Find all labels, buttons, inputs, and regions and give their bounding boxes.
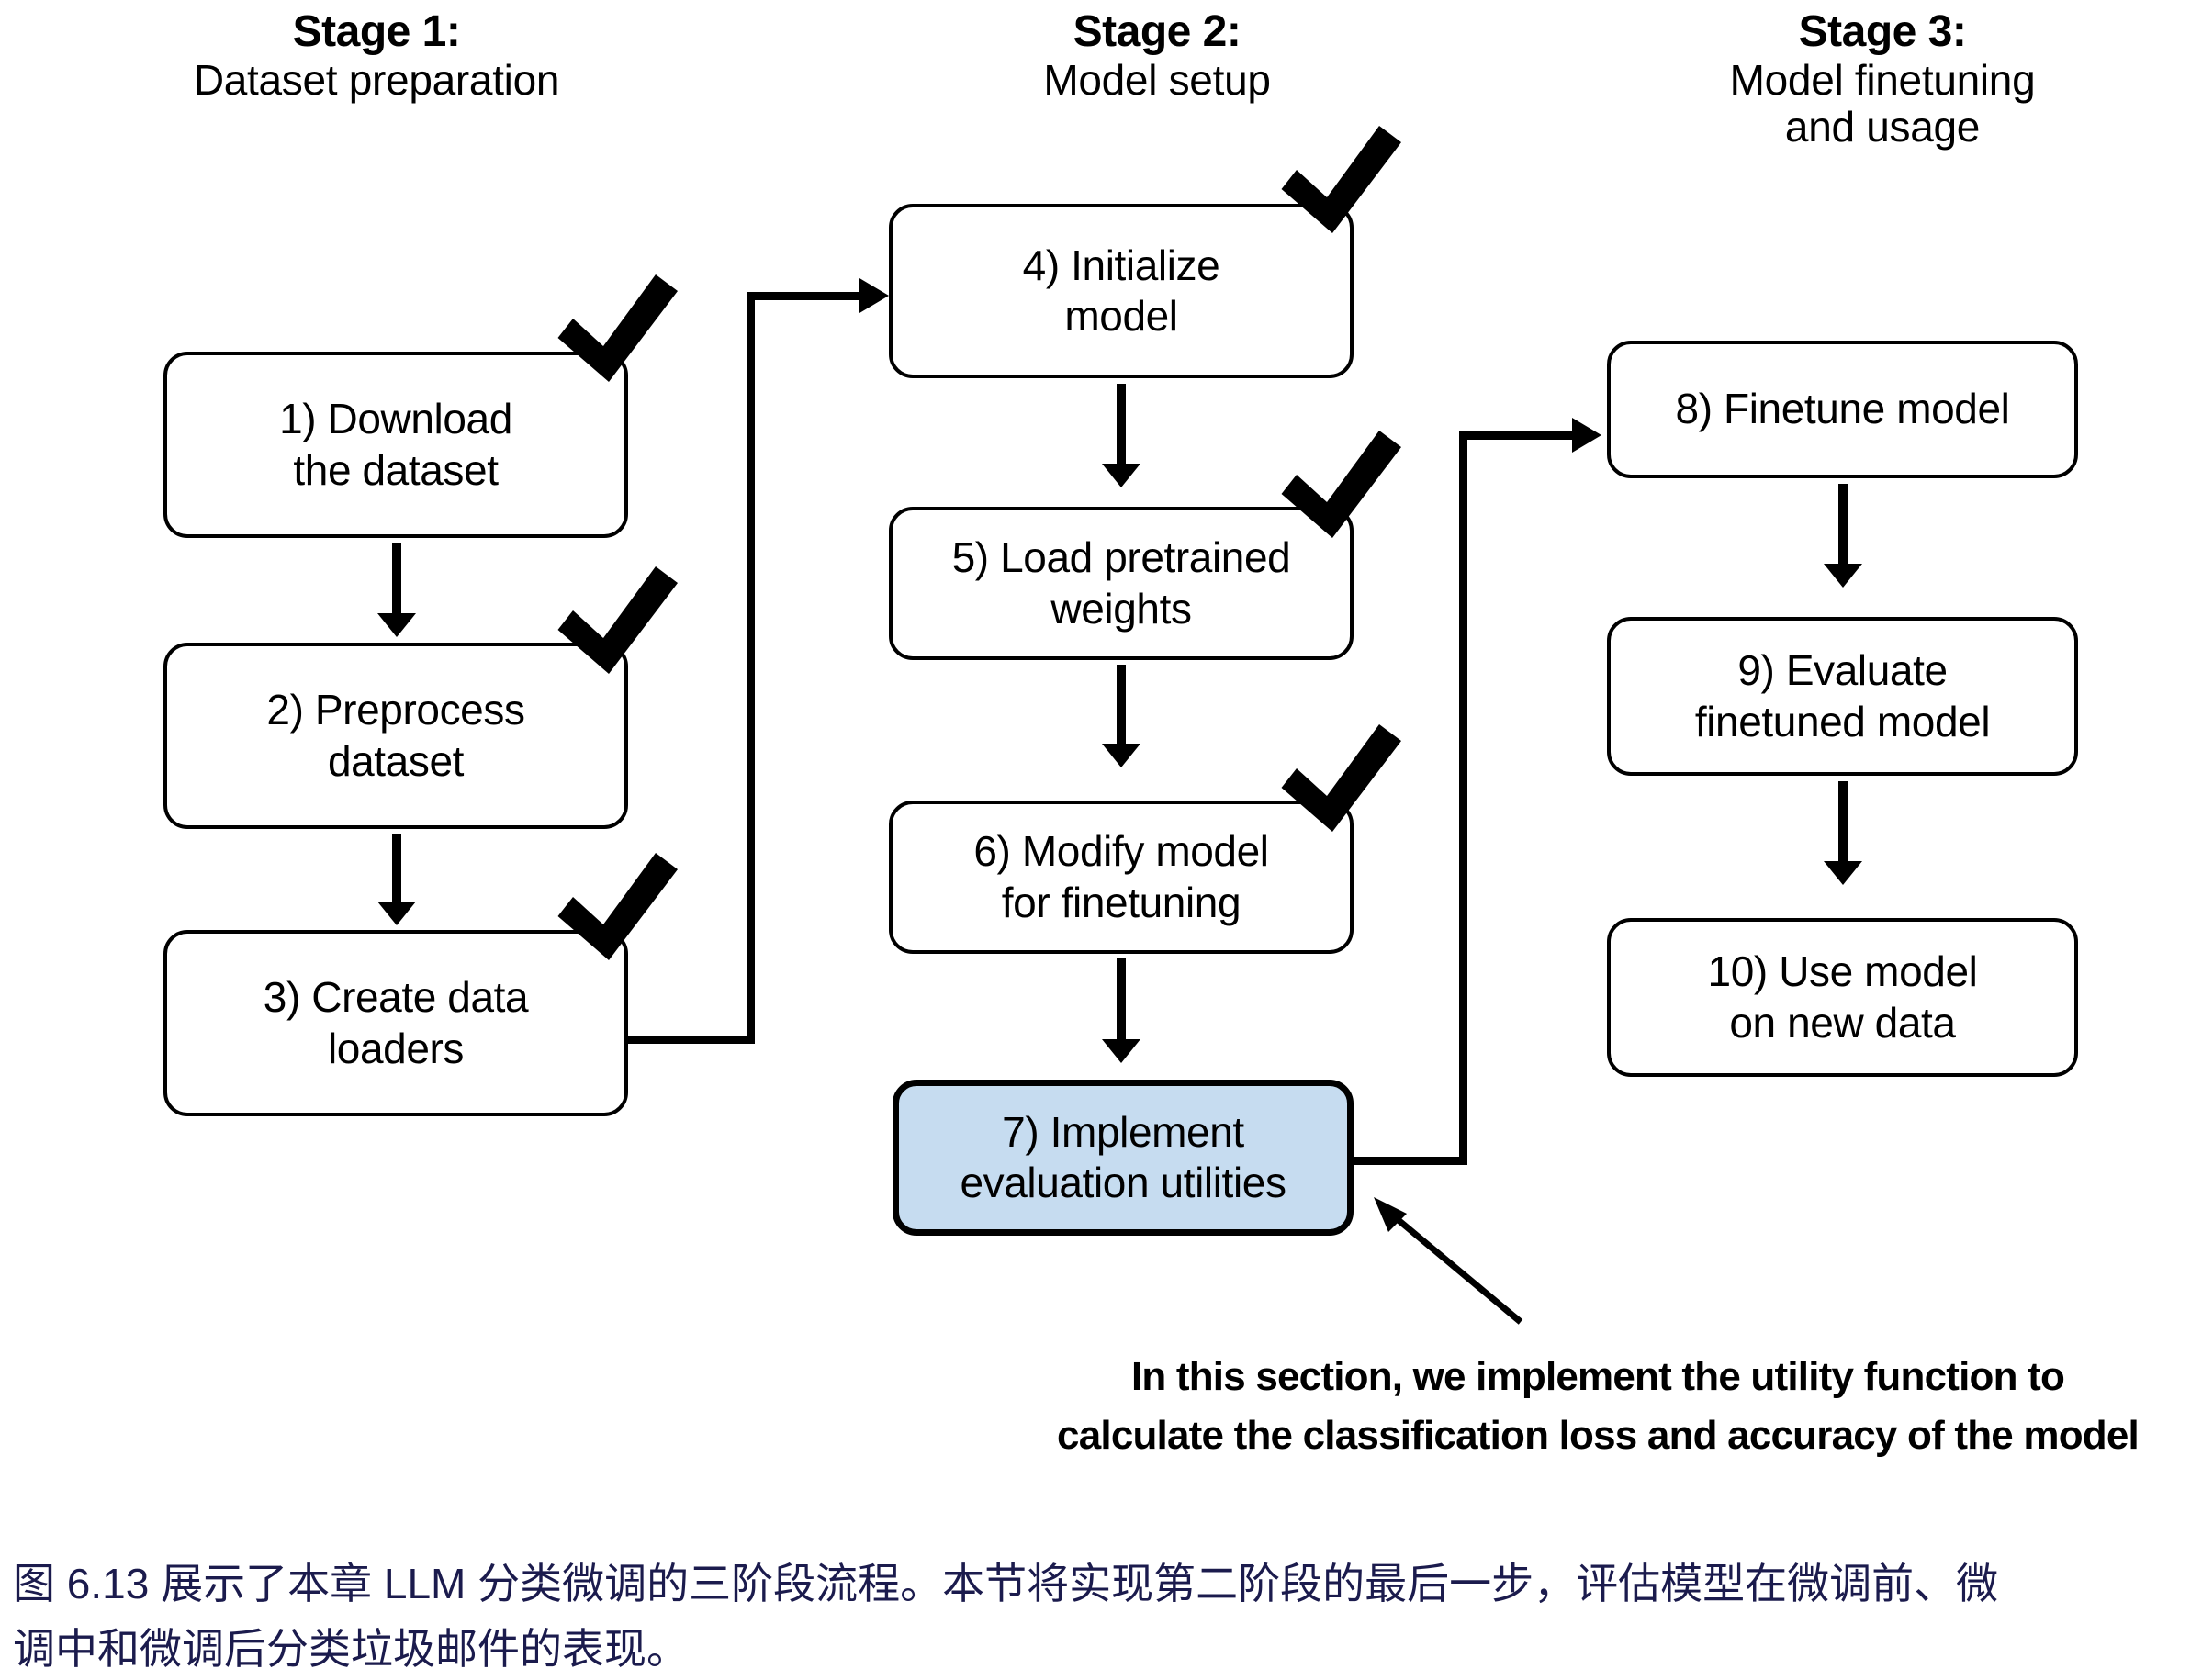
connector-stage1-to-stage2-seg-horizontal-lower (628, 1036, 755, 1044)
caption-line-2: 调中和微调后分类垃圾邮件的表现。 (13, 1625, 689, 1674)
connector-stage2-to-stage3-seg-horizontal-lower (1354, 1157, 1467, 1165)
node-5-line2: weights (1050, 584, 1192, 633)
node-3-label: 3) Create data loaders (263, 972, 529, 1073)
arrow-node2-to-node3-line (392, 834, 401, 905)
node-5-load-pretrained-weights[interactable]: 5) Load pretrained weights (889, 507, 1354, 660)
callout-arrow-icon (1357, 1184, 1541, 1340)
stage-2-subtitle: Model setup (1043, 55, 1271, 104)
node-8-line1: 8) Finetune model (1675, 385, 2010, 433)
node-7-label: 7) Implement evaluation utilities (960, 1107, 1286, 1208)
arrow-node4-to-node5-line (1117, 384, 1126, 466)
node-2-label: 2) Preprocess dataset (266, 685, 525, 786)
node-4-initialize-model[interactable]: 4) Initialize model (889, 204, 1354, 378)
connector-stage2-to-stage3-seg-vertical (1459, 431, 1467, 1165)
node-1-line1: 1) Download (279, 395, 512, 443)
node-10-line2: on new data (1729, 998, 1956, 1047)
node-9-line1: 9) Evaluate (1737, 646, 1948, 695)
node-9-evaluate-finetuned-model[interactable]: 9) Evaluate finetuned model (1607, 617, 2078, 776)
caption-line-1: 图 6.13 展示了本章 LLM 分类微调的三阶段流程。本节将实现第二阶段的最后… (13, 1560, 1999, 1607)
node-6-line2: for finetuning (1001, 878, 1241, 926)
node-8-label: 8) Finetune model (1676, 384, 2010, 434)
arrow-node5-to-node6-head (1102, 744, 1140, 767)
node-7-line2: evaluation utilities (960, 1159, 1286, 1206)
arrow-node4-to-node5-head (1102, 464, 1140, 487)
stage-1-title: Stage 1: (292, 7, 461, 56)
callout-note: In this section, we implement the utilit… (1006, 1348, 2190, 1465)
arrow-node8-to-node9-line (1838, 484, 1848, 566)
arrow-node9-to-node10-line (1838, 781, 1848, 864)
node-6-modify-model-for-finetuning[interactable]: 6) Modify model for finetuning (889, 801, 1354, 954)
node-2-preprocess-dataset[interactable]: 2) Preprocess dataset (163, 643, 628, 829)
node-8-finetune-model[interactable]: 8) Finetune model (1607, 341, 2078, 478)
arrow-node9-to-node10-head (1824, 861, 1862, 885)
checkmark-icon-node-3 (551, 845, 689, 982)
node-1-line2: the dataset (293, 445, 499, 494)
figure-caption: 图 6.13 展示了本章 LLM 分类微调的三阶段流程。本节将实现第二阶段的最后… (13, 1551, 2189, 1680)
node-1-download-the-dataset[interactable]: 1) Download the dataset (163, 352, 628, 538)
checkmark-icon-node-1 (551, 266, 689, 404)
stage-2-title: Stage 2: (1073, 7, 1241, 56)
connector-stage1-to-stage2-arrowhead (859, 278, 889, 313)
node-3-create-data-loaders[interactable]: 3) Create data loaders (163, 930, 628, 1116)
node-4-line2: model (1064, 292, 1178, 340)
stage-header-2: Stage 2: Model setup (854, 7, 1460, 104)
stage-header-1: Stage 1: Dataset preparation (55, 7, 698, 104)
connector-stage2-to-stage3-seg-horizontal-upper (1459, 431, 1575, 440)
callout-line-1: In this section, we implement the utilit… (1130, 1354, 2065, 1399)
arrow-node2-to-node3-head (377, 902, 416, 925)
arrow-node1-to-node2-line (392, 543, 401, 615)
node-6-line1: 6) Modify model (973, 827, 1269, 876)
node-10-line1: 10) Use model (1707, 947, 1978, 996)
checkmark-icon-node-5 (1275, 422, 1412, 560)
node-2-line2: dataset (327, 736, 465, 785)
node-6-label: 6) Modify model for finetuning (973, 826, 1269, 927)
node-7-line1: 7) Implement (1002, 1107, 1244, 1156)
connector-stage2-to-stage3-arrowhead (1572, 418, 1601, 453)
node-2-line1: 2) Preprocess (266, 686, 525, 734)
node-9-label: 9) Evaluate finetuned model (1694, 645, 1991, 746)
arrow-node6-to-node7-line (1117, 958, 1126, 1043)
node-5-line1: 5) Load pretrained (951, 533, 1291, 582)
node-9-line2: finetuned model (1694, 697, 1991, 745)
connector-stage1-to-stage2-seg-horizontal-upper (747, 292, 862, 300)
node-4-label: 4) Initialize model (1023, 241, 1220, 342)
arrow-node1-to-node2-head (377, 613, 416, 637)
node-10-use-model-on-new-data[interactable]: 10) Use model on new data (1607, 918, 2078, 1077)
arrow-node6-to-node7-head (1102, 1039, 1140, 1063)
node-3-line2: loaders (327, 1024, 465, 1072)
node-10-label: 10) Use model on new data (1708, 946, 1978, 1047)
arrow-node5-to-node6-line (1117, 665, 1126, 745)
node-7-implement-evaluation-utilities[interactable]: 7) Implement evaluation utilities (893, 1080, 1354, 1236)
node-4-line1: 4) Initialize (1022, 241, 1220, 289)
stage-3-subtitle-line2: and usage (1784, 103, 1981, 151)
arrow-node8-to-node9-head (1824, 564, 1862, 588)
checkmark-icon-node-2 (551, 558, 689, 696)
callout-line-2: calculate the classification loss and ac… (1057, 1412, 2140, 1458)
connector-stage1-to-stage2-seg-vertical (747, 292, 755, 1044)
node-1-label: 1) Download the dataset (279, 394, 512, 495)
node-5-label: 5) Load pretrained weights (952, 532, 1291, 633)
checkmark-icon-node-6 (1275, 716, 1412, 854)
stage-1-subtitle: Dataset preparation (193, 55, 560, 104)
node-3-line1: 3) Create data (263, 973, 529, 1022)
checkmark-icon-node-4 (1275, 118, 1412, 255)
stage-header-3: Stage 3: Model finetuning and usage (1589, 7, 2176, 151)
stage-3-subtitle-line1: Model finetuning (1729, 55, 2036, 104)
stage-3-title: Stage 3: (1798, 7, 1967, 56)
